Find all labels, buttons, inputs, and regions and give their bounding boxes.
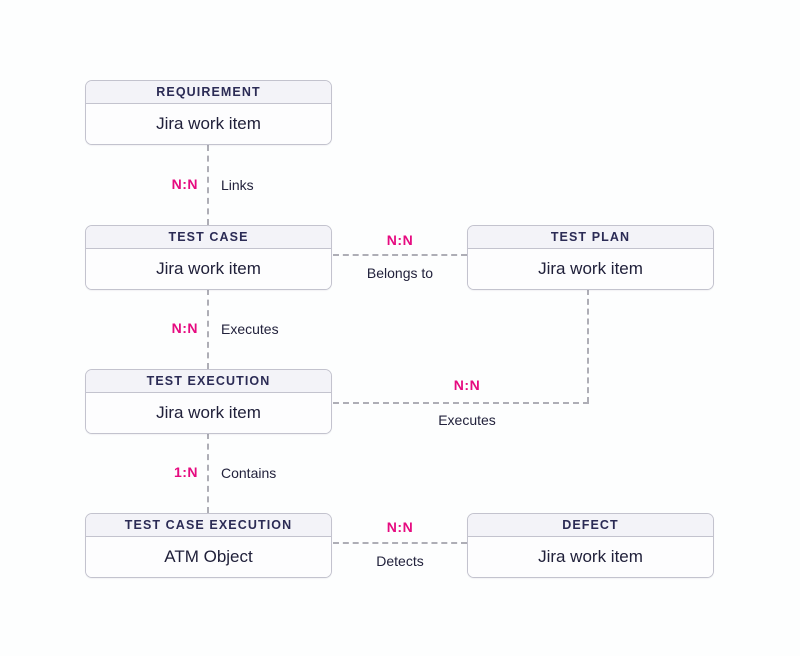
entity-test-plan: TEST PLAN Jira work item <box>467 225 714 290</box>
relationship-label-executes-testplan: Executes <box>438 412 496 428</box>
entity-test-plan-title: TEST PLAN <box>550 230 631 244</box>
entity-test-plan-body-text: Jira work item <box>538 259 643 278</box>
relationship-label-belongs-to: Belongs to <box>366 265 434 281</box>
entity-test-execution-body: Jira work item <box>86 393 331 433</box>
entity-requirement-body-text: Jira work item <box>156 114 261 133</box>
entity-test-plan-header: TEST PLAN <box>468 226 713 249</box>
connector-requirement-testcase <box>207 145 209 225</box>
cardinality-belongs-to: N:N <box>386 232 414 248</box>
entity-defect-body-text: Jira work item <box>538 547 643 566</box>
connector-testplan-testexecution-horizontal <box>333 402 589 404</box>
entity-test-case-execution-body-text: ATM Object <box>164 547 253 566</box>
entity-test-case-execution-body: ATM Object <box>86 537 331 577</box>
cardinality-executes-testplan: N:N <box>453 377 481 393</box>
entity-requirement-body: Jira work item <box>86 104 331 144</box>
entity-defect-header: DEFECT <box>468 514 713 537</box>
entity-test-case-title: TEST CASE <box>168 230 249 244</box>
entity-test-case-execution-header: TEST CASE EXECUTION <box>86 514 331 537</box>
entity-defect-body: Jira work item <box>468 537 713 577</box>
entity-test-case-execution-title: TEST CASE EXECUTION <box>124 518 293 532</box>
connector-testcase-testplan <box>333 254 467 256</box>
entity-requirement-title: REQUIREMENT <box>156 85 261 99</box>
entity-test-execution-title: TEST EXECUTION <box>146 374 271 388</box>
entity-test-case-header: TEST CASE <box>86 226 331 249</box>
entity-test-case: TEST CASE Jira work item <box>85 225 332 290</box>
entity-test-plan-body: Jira work item <box>468 249 713 289</box>
cardinality-contains: 1:N <box>173 464 198 480</box>
cardinality-executes-testcase: N:N <box>171 320 198 336</box>
entity-test-case-execution: TEST CASE EXECUTION ATM Object <box>85 513 332 578</box>
entity-test-execution-body-text: Jira work item <box>156 403 261 422</box>
cardinality-links: N:N <box>171 176 198 192</box>
connector-testplan-elbow-vertical <box>587 289 589 403</box>
entity-defect-title: DEFECT <box>562 518 619 532</box>
relationship-label-links: Links <box>221 177 254 193</box>
entity-test-case-body-text: Jira work item <box>156 259 261 278</box>
entity-test-execution-header: TEST EXECUTION <box>86 370 331 393</box>
cardinality-detects: N:N <box>386 519 414 535</box>
relationship-label-executes-testcase: Executes <box>221 321 279 337</box>
entity-defect: DEFECT Jira work item <box>467 513 714 578</box>
connector-testcaseexecution-defect <box>333 542 467 544</box>
entity-requirement: REQUIREMENT Jira work item <box>85 80 332 145</box>
entity-test-case-body: Jira work item <box>86 249 331 289</box>
entity-requirement-header: REQUIREMENT <box>86 81 331 104</box>
connector-testexecution-testcaseexecution <box>207 433 209 513</box>
relationship-label-contains: Contains <box>221 465 277 481</box>
relationship-label-detects: Detects <box>376 553 424 569</box>
entity-test-execution: TEST EXECUTION Jira work item <box>85 369 332 434</box>
connector-testcase-testexecution <box>207 289 209 369</box>
